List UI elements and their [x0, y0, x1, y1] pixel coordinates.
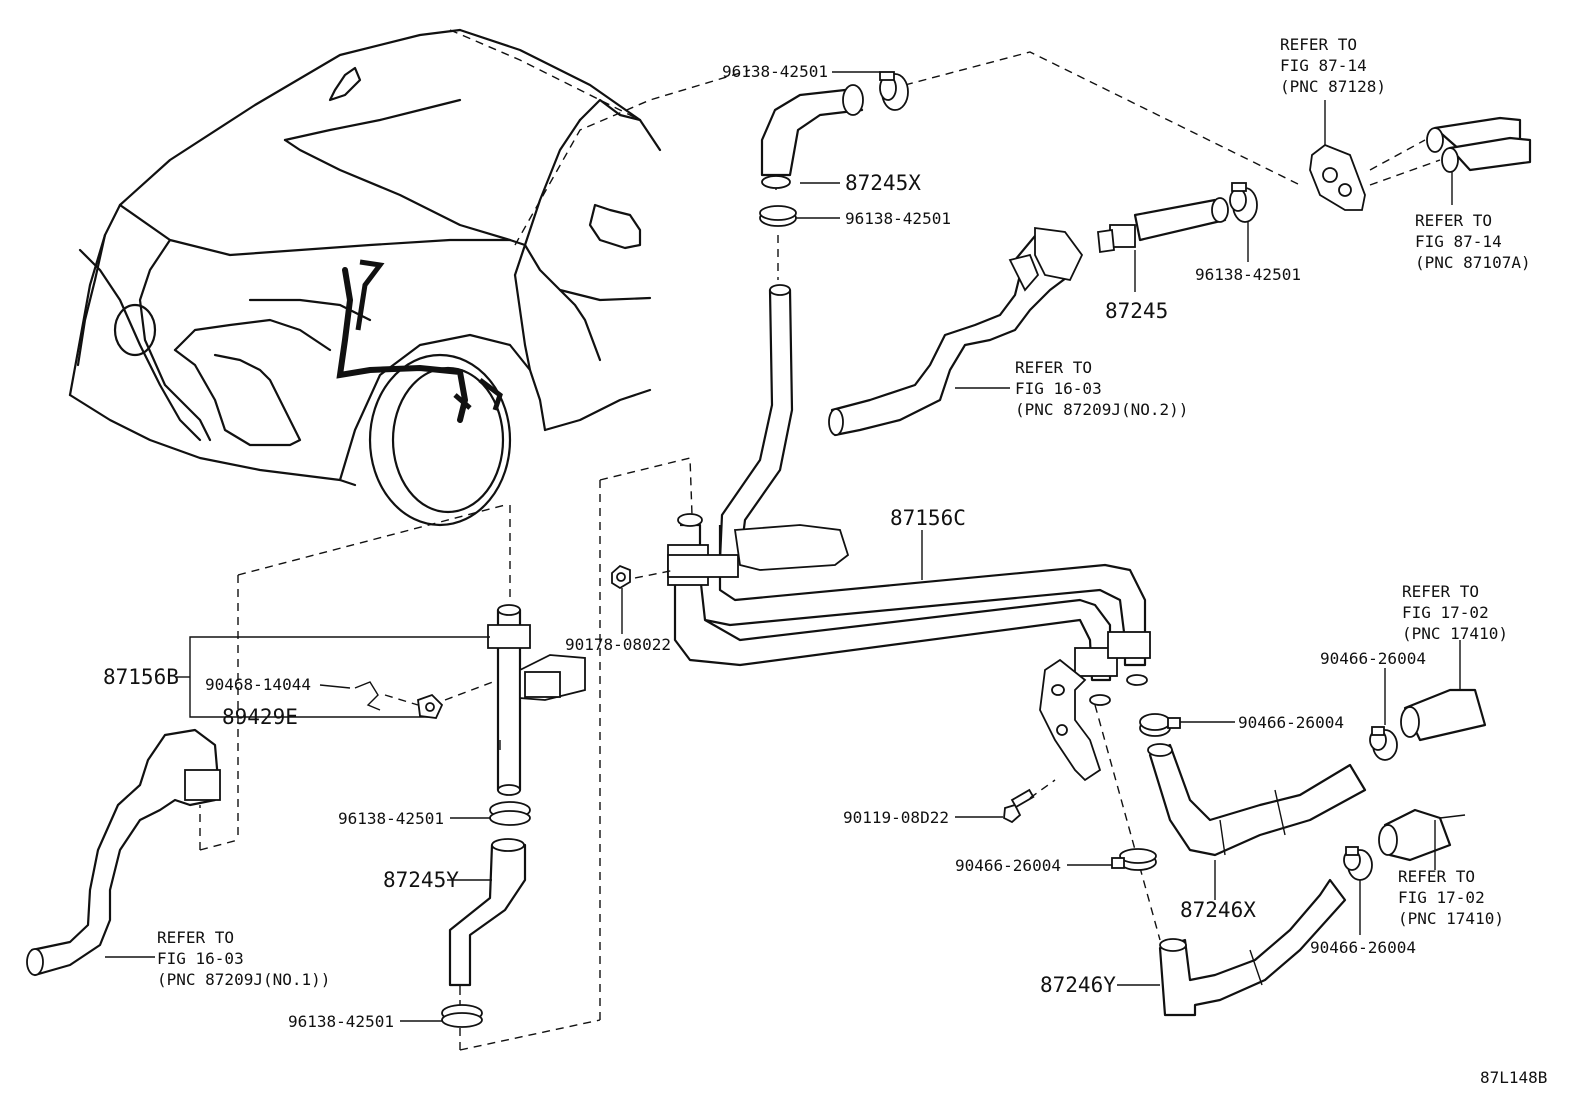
pipe-87156b — [487, 604, 586, 796]
dash-outline-center-bottom — [459, 1019, 601, 1051]
dash-outline-center-top — [599, 457, 693, 516]
label-96138-mid: 96138-42501 — [845, 209, 951, 228]
dash-87246y — [1094, 704, 1161, 941]
car-connection-dash-top — [514, 69, 751, 246]
label-87246y: 87246Y — [1040, 973, 1116, 997]
leader-90468 — [319, 684, 351, 689]
hose-87246x — [1147, 743, 1367, 857]
dash-bolt — [1029, 779, 1056, 799]
svg-text:FIG 17-02: FIG 17-02 — [1402, 603, 1489, 622]
svg-text:REFER TO: REFER TO — [1398, 867, 1475, 886]
svg-text:FIG 16-03: FIG 16-03 — [1015, 379, 1102, 398]
label-96138-lower: 96138-42501 — [338, 809, 444, 828]
dash-clip — [384, 694, 419, 706]
hose-87245 — [1097, 197, 1229, 254]
grommet-87128 — [1309, 143, 1366, 211]
label-90119: 90119-08D22 — [843, 808, 949, 827]
label-87246x: 87246X — [1180, 898, 1256, 922]
clamp-90466-b — [1139, 713, 1181, 737]
label-89429e: 89429E — [222, 705, 298, 729]
label-90466-a: 90466-26004 — [1320, 649, 1426, 668]
hose-87209j-no1 — [26, 728, 221, 977]
label-87156c: 87156C — [890, 506, 966, 530]
nut-90178 — [611, 564, 631, 590]
label-87156b: 87156B — [103, 665, 179, 689]
label-96138-bottom: 96138-42501 — [288, 1012, 394, 1031]
svg-text:(PNC 17410): (PNC 17410) — [1398, 909, 1504, 928]
clamp-96138-bottom — [441, 1004, 483, 1028]
svg-text:REFER TO: REFER TO — [1415, 211, 1492, 230]
ref-note-17410-bottom: REFER TO FIG 17-02 (PNC 17410) — [1398, 867, 1504, 928]
dash-grommet-2 — [1369, 159, 1441, 186]
hose-17410-bottom — [1378, 808, 1466, 862]
dash-grommet-1 — [1369, 139, 1426, 171]
dash-to-grommet — [904, 51, 1301, 186]
label-90466-b: 90466-26004 — [1238, 713, 1344, 732]
label-90466-c: 90466-26004 — [955, 856, 1061, 875]
clamp-96138-lower — [489, 801, 531, 826]
svg-text:(PNC 87107A): (PNC 87107A) — [1415, 253, 1531, 272]
label-90466-d: 90466-26004 — [1310, 938, 1416, 957]
svg-text:FIG 17-02: FIG 17-02 — [1398, 888, 1485, 907]
dash-nut — [634, 569, 676, 579]
svg-text:FIG 87-14: FIG 87-14 — [1280, 56, 1367, 75]
hose-87246y — [1158, 878, 1347, 1017]
label-87245x: 87245X — [845, 171, 921, 195]
svg-text:FIG 16-03: FIG 16-03 — [157, 949, 244, 968]
label-96138-top: 96138-42501 — [722, 62, 828, 81]
pipe-assembly-87156c — [667, 513, 1151, 782]
clamp-96138-top — [879, 71, 909, 111]
bolt-90119 — [1003, 788, 1035, 824]
diagram-id: 87L148B — [1480, 1068, 1547, 1087]
svg-text:REFER TO: REFER TO — [1015, 358, 1092, 377]
reference-notes: REFER TO FIG 87-14 (PNC 87128) REFER TO … — [157, 35, 1531, 989]
ref-note-17410-top: REFER TO FIG 17-02 (PNC 17410) — [1402, 582, 1508, 643]
svg-text:FIG 87-14: FIG 87-14 — [1415, 232, 1502, 251]
label-87245: 87245 — [1105, 299, 1168, 323]
clamp-90466-c — [1111, 848, 1157, 871]
dash-outline-left-bottom — [199, 839, 239, 851]
dash-outline-left-top — [237, 504, 506, 576]
dash-sensor — [444, 679, 499, 701]
label-90178: 90178-08022 — [565, 635, 671, 654]
label-96138-right: 96138-42501 — [1195, 265, 1301, 284]
svg-text:(PNC 87209J(NO.1)): (PNC 87209J(NO.1)) — [157, 970, 330, 989]
hose-87245x — [760, 84, 864, 190]
svg-text:REFER TO: REFER TO — [1402, 582, 1479, 601]
clamp-90466-a — [1369, 726, 1398, 761]
label-87245y: 87245Y — [383, 868, 459, 892]
vehicle-front-illustration — [68, 28, 662, 527]
hose-87209j-no2 — [828, 226, 1084, 437]
svg-text:REFER TO: REFER TO — [157, 928, 234, 947]
label-90468: 90468-14044 — [205, 675, 311, 694]
svg-text:REFER TO: REFER TO — [1280, 35, 1357, 54]
svg-text:(PNC 17410): (PNC 17410) — [1402, 624, 1508, 643]
hose-17410-top — [1400, 688, 1487, 742]
ref-note-87209j-no2: REFER TO FIG 16-03 (PNC 87209J(NO.2)) — [1015, 358, 1188, 419]
svg-text:(PNC 87209J(NO.2)): (PNC 87209J(NO.2)) — [1015, 400, 1188, 419]
sensor-89429e — [417, 693, 444, 719]
part-labels: 96138-42501 87245X 96138-42501 96138-425… — [103, 62, 1426, 1031]
clip-90468 — [354, 681, 381, 711]
clamp-96138-right — [1229, 182, 1258, 223]
heater-pipes-87107a — [1426, 116, 1532, 173]
ref-note-87128: REFER TO FIG 87-14 (PNC 87128) — [1280, 35, 1386, 96]
pipe-vertical-87156c — [718, 284, 794, 562]
clamp-90466-d — [1343, 846, 1373, 881]
ref-note-87107a: REFER TO FIG 87-14 (PNC 87107A) — [1415, 211, 1531, 272]
hose-87245y — [448, 838, 527, 995]
svg-text:(PNC 87128): (PNC 87128) — [1280, 77, 1386, 96]
ref-note-87209j-no1: REFER TO FIG 16-03 (PNC 87209J(NO.1)) — [157, 928, 330, 989]
clamp-96138-mid — [759, 205, 797, 227]
